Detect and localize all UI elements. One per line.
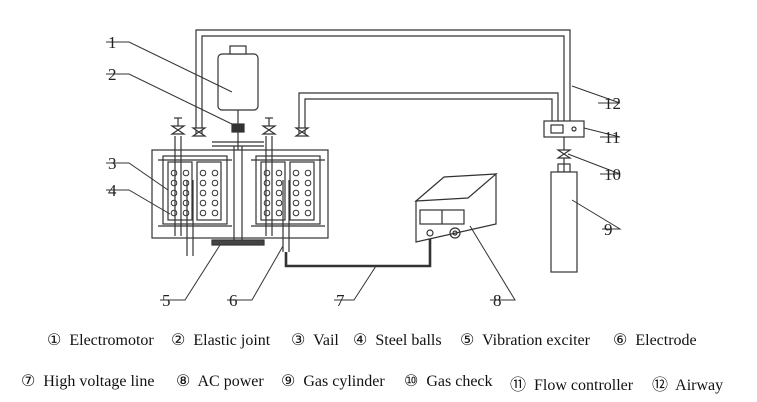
legend-item-electromotor: ① Electromotor — [47, 332, 154, 349]
callout-1: 1 — [108, 33, 117, 52]
vail-right — [251, 155, 325, 227]
legend-item-airway: ⑫ Airway — [652, 377, 724, 394]
leader-lines — [106, 41, 622, 301]
electromotor — [217, 45, 259, 124]
callout-7: 7 — [336, 291, 345, 310]
callout-5: 5 — [162, 291, 171, 310]
legend-item-electrode: ⑥ Electrode — [613, 332, 697, 349]
callout-4: 4 — [108, 181, 117, 200]
vail-left — [158, 155, 232, 227]
callout-10: 10 — [604, 165, 621, 184]
steel-balls — [170, 169, 312, 217]
legend-item-gas-check: ⑩ Gas check — [404, 373, 493, 390]
callout-12: 12 — [604, 94, 621, 113]
callout-8: 8 — [493, 291, 502, 310]
airway-outer — [195, 29, 571, 136]
gas-cylinder — [550, 163, 578, 273]
callout-11: 11 — [604, 128, 620, 147]
vibration-box — [151, 149, 329, 239]
elastic-joint — [212, 123, 264, 150]
legend-item-gas-cylinder: ⑨ Gas cylinder — [281, 373, 385, 390]
valves — [170, 117, 310, 137]
vibration-exciter — [211, 239, 265, 246]
ac-power — [414, 173, 498, 243]
legend-item-ac-power: ⑧ AC power — [176, 373, 264, 390]
callout-2: 2 — [108, 65, 117, 84]
callout-9: 9 — [604, 220, 613, 239]
callout-6: 6 — [229, 291, 238, 310]
legend-item-steel-balls: ④ Steel balls — [353, 332, 442, 349]
callout-3: 3 — [108, 154, 117, 173]
high-voltage-line — [284, 236, 432, 268]
flow-controller — [543, 120, 585, 150]
legend-item-elastic-joint: ② Elastic joint — [171, 332, 271, 349]
legend-item-vail: ③ Vail — [291, 332, 339, 349]
gas-check — [556, 149, 572, 172]
legend-item-high-voltage-line: ⑦ High voltage line — [21, 373, 155, 390]
legend-item-vibration-exciter: ⑤ Vibration exciter — [460, 332, 590, 349]
airway-inner — [298, 92, 559, 136]
legend-item-flow-controller: ⑪ Flow controller — [510, 377, 634, 394]
